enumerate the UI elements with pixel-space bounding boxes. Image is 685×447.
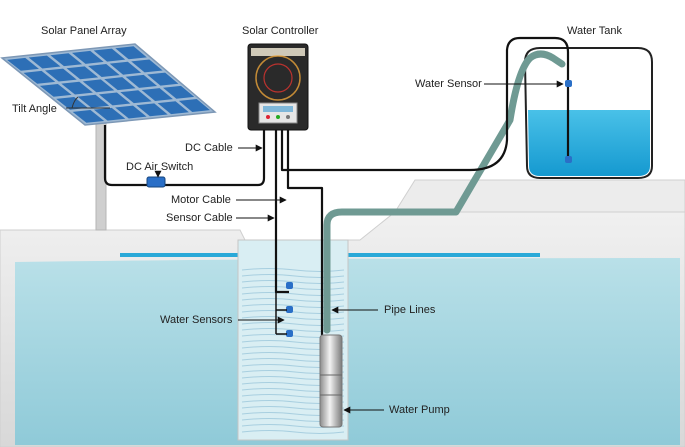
solar-cell bbox=[120, 90, 152, 104]
solar-cell bbox=[93, 48, 126, 62]
label-water-sensors: Water Sensors bbox=[160, 314, 233, 326]
label-sensor-cable: Sensor Cable bbox=[166, 212, 233, 224]
tilt-angle-indicator bbox=[66, 96, 110, 109]
solar-cell bbox=[77, 94, 110, 108]
solar-cell bbox=[98, 92, 131, 106]
label-water-tank: Water Tank bbox=[567, 25, 623, 37]
label-water-sensor: Water Sensor bbox=[415, 78, 482, 90]
solar-cell bbox=[72, 50, 104, 64]
label-pipe-lines: Pipe Lines bbox=[384, 304, 436, 316]
solar-panel bbox=[0, 43, 217, 126]
solar-cell bbox=[50, 53, 83, 67]
solar-cell bbox=[115, 46, 147, 60]
label-motor-cable: Motor Cable bbox=[171, 194, 231, 206]
label-tilt-angle: Tilt Angle bbox=[12, 103, 57, 115]
solar-cell bbox=[66, 66, 99, 80]
pointers bbox=[154, 80, 564, 414]
label-dc-air-switch: DC Air Switch bbox=[126, 161, 194, 173]
solar-cell bbox=[147, 72, 179, 86]
solar-cell bbox=[88, 64, 120, 77]
solar-cell bbox=[39, 83, 72, 97]
solar-cell bbox=[157, 101, 189, 115]
solar-cell bbox=[125, 74, 158, 88]
solar-cell bbox=[82, 79, 115, 93]
dc-air-switch bbox=[146, 176, 166, 188]
water-tank bbox=[523, 47, 653, 179]
label-dc-cable: DC Cable bbox=[185, 142, 233, 154]
solar-cell bbox=[163, 85, 195, 99]
solar-cell bbox=[104, 77, 136, 91]
solar-cell bbox=[56, 96, 88, 110]
label-solar-controller: Solar Controller bbox=[242, 25, 319, 37]
solar-cell bbox=[7, 57, 39, 71]
label-solar-panel-array: Solar Panel Array bbox=[41, 25, 127, 37]
solar-cell bbox=[115, 105, 147, 119]
label-water-pump: Water Pump bbox=[389, 404, 450, 416]
tank-water-sensor bbox=[565, 80, 572, 163]
water-ripple bbox=[241, 430, 345, 434]
solar-cell bbox=[141, 88, 173, 101]
panel-post bbox=[84, 110, 112, 231]
solar-cell bbox=[61, 81, 93, 95]
solar-cell bbox=[23, 70, 56, 84]
well-water-sensors bbox=[275, 282, 293, 337]
solar-cell bbox=[136, 103, 168, 117]
solar-cell bbox=[28, 55, 61, 69]
solar-controller bbox=[247, 43, 309, 131]
solar-cell bbox=[131, 59, 163, 73]
water-pump bbox=[319, 334, 343, 428]
solar-cell bbox=[109, 61, 142, 75]
solar-cell bbox=[44, 68, 77, 82]
pipe-line bbox=[323, 50, 566, 334]
solar-cell bbox=[93, 107, 126, 121]
solar-cell bbox=[72, 110, 105, 123]
solar-cell bbox=[178, 99, 211, 112]
